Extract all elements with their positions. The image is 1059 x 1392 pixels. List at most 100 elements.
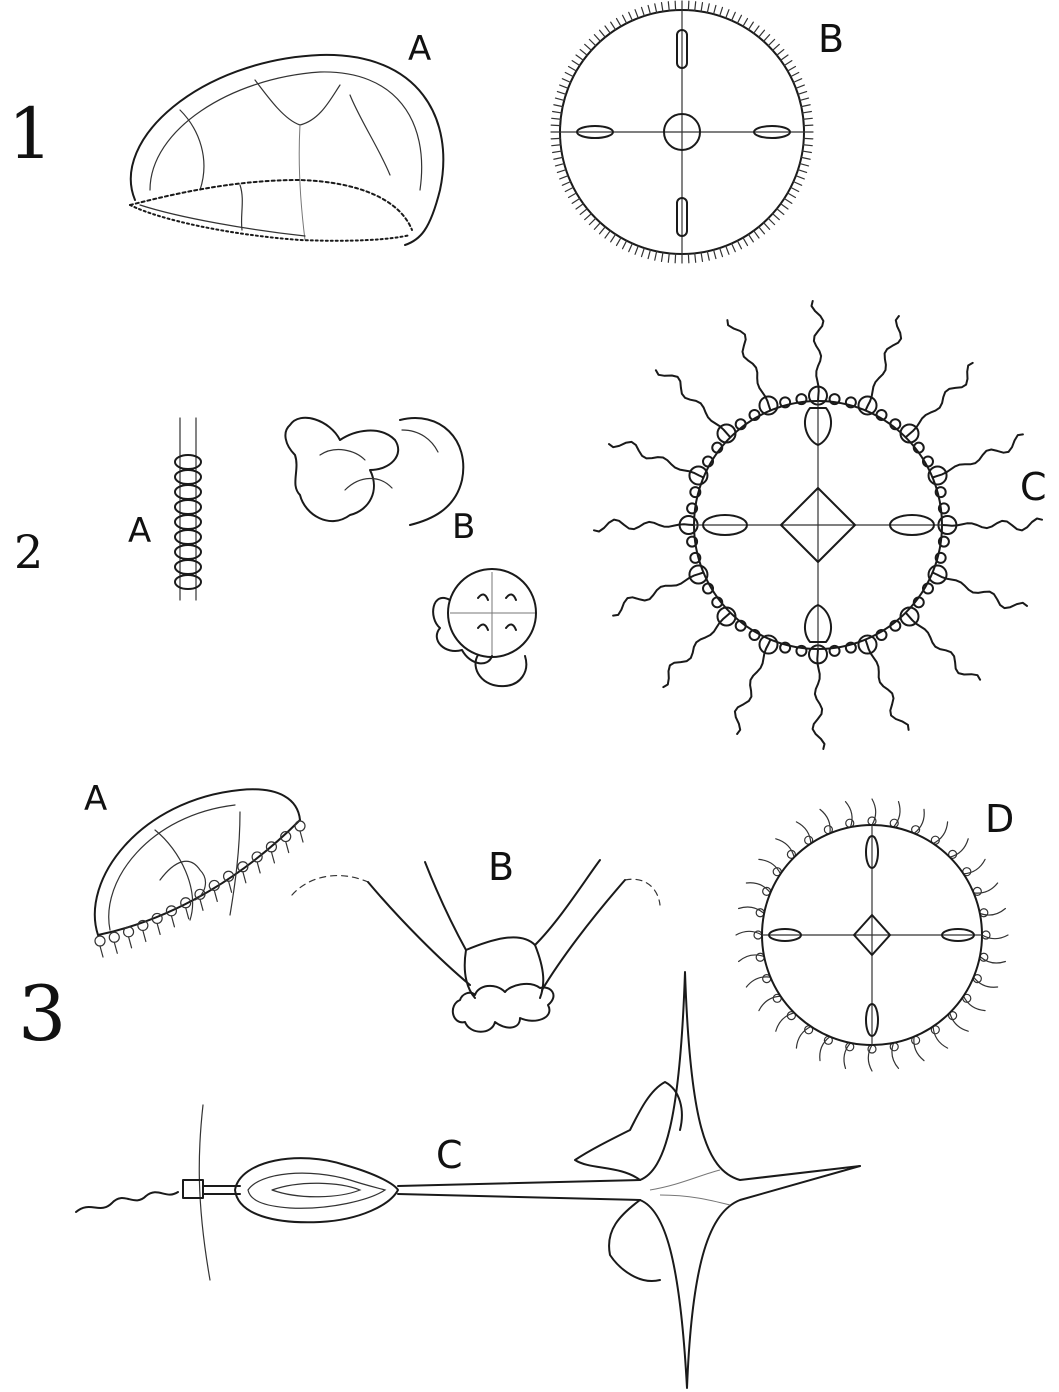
short-tentacle bbox=[746, 977, 770, 987]
figure-1b-label: B bbox=[818, 17, 844, 61]
fringe-tentacle bbox=[635, 246, 638, 254]
marginal-bulb bbox=[95, 936, 105, 946]
short-tentacle bbox=[982, 935, 1008, 939]
fringe-tentacle bbox=[662, 3, 663, 12]
fringe-tentacle bbox=[594, 223, 600, 230]
fringe-tentacle bbox=[642, 7, 645, 16]
tentacle-bead bbox=[175, 455, 201, 469]
fringe-tentacle bbox=[764, 35, 770, 42]
fringe-tentacle bbox=[754, 26, 759, 33]
short-tentacle bbox=[171, 916, 174, 927]
figure-2c-label: C bbox=[1020, 465, 1047, 509]
short-tentacle bbox=[974, 883, 998, 893]
short-tentacle bbox=[894, 802, 901, 828]
fringe-tentacle bbox=[768, 39, 774, 45]
fringe-tentacle bbox=[720, 248, 723, 257]
tentacle-bead bbox=[175, 515, 201, 529]
fringe-tentacle bbox=[629, 243, 633, 251]
fringe-tentacle bbox=[562, 182, 570, 186]
short-tentacle bbox=[186, 908, 189, 919]
fringe-tentacle bbox=[800, 164, 809, 166]
fringe-tentacle bbox=[803, 145, 812, 146]
fringe-tentacle bbox=[655, 251, 657, 260]
fringe-tentacle bbox=[605, 26, 610, 33]
fringe-tentacle bbox=[553, 151, 562, 152]
short-tentacle bbox=[736, 931, 762, 935]
figure-3a-label: A bbox=[84, 779, 107, 819]
short-tentacle bbox=[980, 957, 1006, 964]
fringe-tentacle bbox=[554, 105, 563, 107]
fringe-tentacle bbox=[569, 193, 577, 198]
fringe-tentacle bbox=[720, 7, 723, 16]
fringe-tentacle bbox=[580, 50, 587, 56]
short-tentacle bbox=[243, 872, 246, 883]
figure-3a-medusa-side-view bbox=[95, 789, 305, 957]
fringe-tentacle bbox=[560, 85, 568, 88]
fringe-tentacle bbox=[560, 176, 568, 179]
fringe-tentacle bbox=[748, 22, 753, 30]
fringe-tentacle bbox=[793, 79, 801, 83]
short-tentacle bbox=[739, 907, 765, 914]
fringe-tentacle bbox=[572, 198, 580, 203]
marginal-bulb bbox=[295, 821, 305, 831]
short-tentacle bbox=[796, 822, 811, 844]
figure-1a-medusa-side-view bbox=[130, 55, 443, 245]
fringe-tentacle bbox=[555, 164, 564, 166]
fringe-tentacle bbox=[623, 241, 627, 249]
fringe-tentacle bbox=[562, 79, 570, 83]
short-tentacle bbox=[759, 996, 781, 1011]
short-tentacle bbox=[892, 1043, 899, 1069]
fringe-tentacle bbox=[732, 243, 736, 251]
short-tentacle bbox=[980, 909, 1006, 916]
fringe-tentacle bbox=[802, 151, 811, 152]
figure-2b-label: B bbox=[452, 507, 475, 547]
tentacle-bead bbox=[175, 560, 201, 574]
fringe-tentacle bbox=[555, 98, 564, 100]
fringe-tentacle bbox=[743, 19, 748, 27]
fringe-tentacle bbox=[623, 15, 627, 23]
fringe-tentacle bbox=[798, 92, 807, 95]
fringe-tentacle bbox=[585, 44, 592, 50]
fringe-tentacle bbox=[803, 118, 812, 119]
fringe-tentacle bbox=[714, 250, 716, 259]
figure-2a-label: A bbox=[128, 511, 151, 551]
fringe-tentacle bbox=[793, 182, 801, 186]
short-tentacle bbox=[114, 942, 117, 953]
fringe-tentacle bbox=[701, 3, 702, 12]
fringe-tentacle bbox=[701, 252, 702, 261]
fringe-tentacle bbox=[714, 5, 716, 14]
fringe-tentacle bbox=[707, 4, 709, 13]
fringe-tentacle bbox=[648, 250, 650, 259]
fringe-tentacle bbox=[580, 209, 587, 215]
fringe-tentacle bbox=[565, 73, 573, 77]
figure-3c-gonad-and-canal bbox=[76, 972, 860, 1388]
short-tentacle bbox=[257, 862, 260, 873]
figure-2b-medusa bbox=[285, 418, 536, 686]
fringe-tentacle bbox=[662, 252, 663, 261]
short-tentacle bbox=[872, 799, 876, 825]
fringe-tentacle bbox=[617, 19, 622, 27]
marginal-bulb bbox=[124, 927, 134, 937]
tentacle-bead bbox=[175, 470, 201, 484]
fringe-tentacle bbox=[791, 73, 799, 77]
fringe-tentacle bbox=[764, 223, 770, 230]
tentacle-bead bbox=[175, 500, 201, 514]
fringe-tentacle bbox=[781, 55, 788, 60]
fringe-tentacle bbox=[737, 15, 741, 23]
figure-2a-tentacle bbox=[175, 418, 201, 600]
fringe-tentacle bbox=[600, 227, 606, 234]
fringe-tentacle bbox=[788, 193, 796, 198]
fringe-tentacle bbox=[576, 55, 583, 60]
short-tentacle bbox=[964, 859, 986, 874]
fringe-tentacle bbox=[754, 231, 759, 238]
fringe-tentacle bbox=[791, 187, 799, 191]
fringe-tentacle bbox=[777, 209, 784, 215]
fringe-tentacle bbox=[759, 227, 765, 234]
fringe-tentacle bbox=[565, 187, 573, 191]
fringe-tentacle bbox=[617, 238, 622, 246]
fringe-tentacle bbox=[773, 214, 780, 220]
fringe-tentacle bbox=[726, 246, 729, 254]
fringe-tentacle bbox=[554, 157, 563, 159]
figure-3-number: 3 bbox=[18, 969, 66, 1058]
